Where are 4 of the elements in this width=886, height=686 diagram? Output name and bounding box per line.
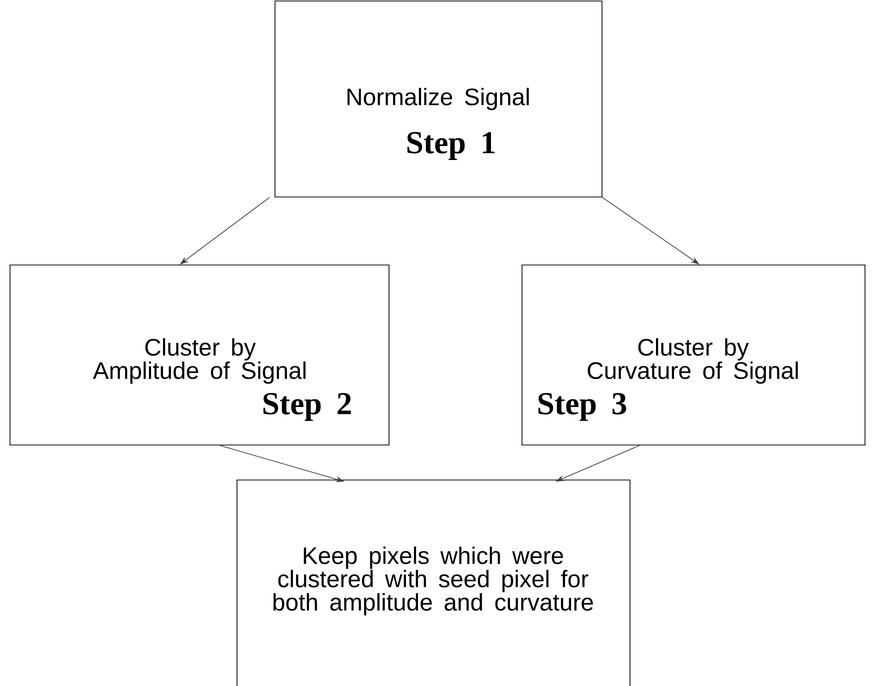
process-box: Normalize Signal Step 1 bbox=[274, 0, 602, 198]
process-box: Keep pixels which were clustered with seed pixel for both amplitude and curvature bbox=[236, 480, 630, 686]
process-box: Cluster by Curvature of Signal Step 3 bbox=[522, 264, 866, 446]
process-box: Cluster by Amplitude of Signal Step 2 bbox=[10, 264, 390, 446]
